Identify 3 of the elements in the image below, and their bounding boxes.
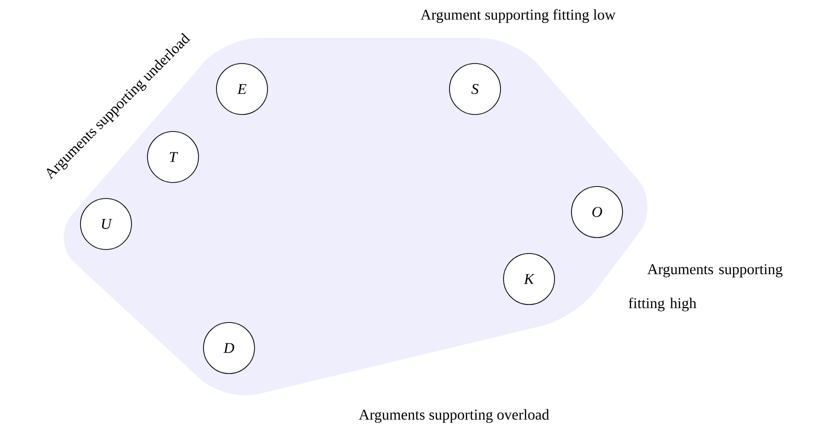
region-label: Arguments supporting overload — [358, 409, 550, 423]
region-label: Arguments supporting fitting high — [628, 264, 782, 312]
region-label: Argument supporting fitting low — [420, 9, 616, 23]
